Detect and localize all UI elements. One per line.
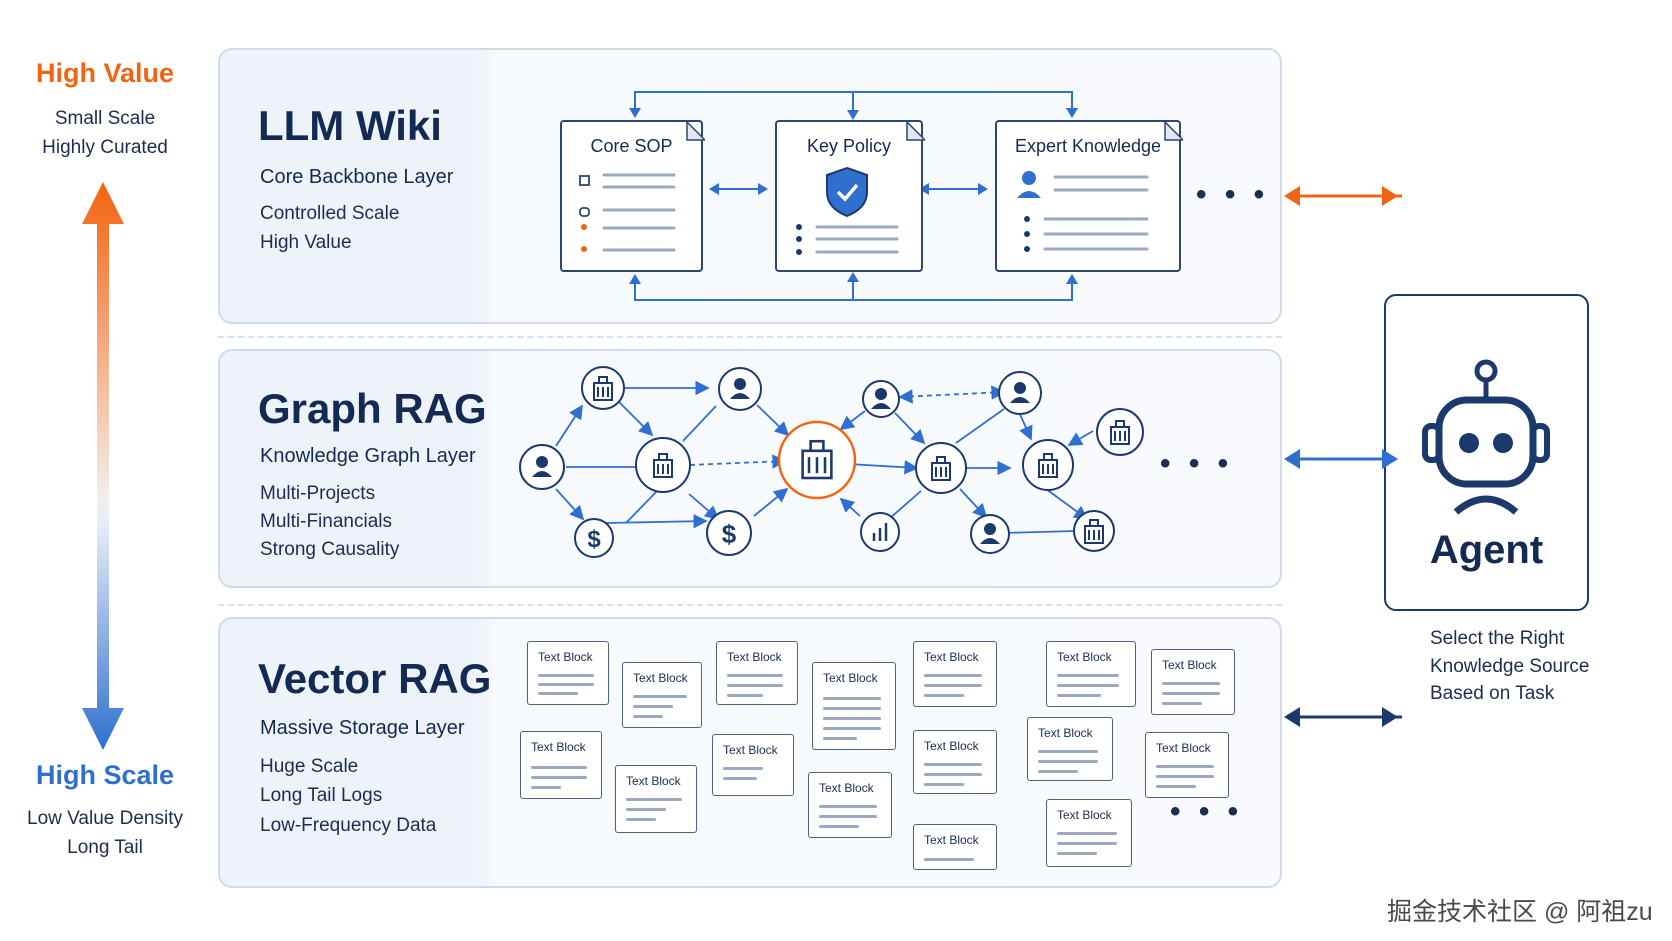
low-value-density-label: Low Value Density xyxy=(27,808,183,829)
doc-key-policy-title: Key Policy xyxy=(806,136,892,156)
graph-rag-line-3: Strong Causality xyxy=(260,539,400,560)
text-block-label: Text Block xyxy=(924,650,979,664)
highly-curated-label: Highly Curated xyxy=(42,137,168,158)
agent-note-line-2: Knowledge Source xyxy=(1430,656,1590,677)
text-block-label: Text Block xyxy=(723,743,778,757)
llm-wiki-subtitle: Core Backbone Layer xyxy=(260,166,454,188)
text-block-label: Text Block xyxy=(538,650,593,664)
small-scale-label: Small Scale xyxy=(54,108,156,129)
text-block: Text Block xyxy=(913,824,997,870)
agent-note-line-3: Based on Task xyxy=(1430,683,1555,704)
doc-core-sop-title: Core SOP xyxy=(590,136,673,156)
llm-wiki-line-2: High Value xyxy=(260,232,352,253)
text-block-label: Text Block xyxy=(1038,726,1093,740)
text-block-label: Text Block xyxy=(1162,658,1217,672)
text-block: Text Block xyxy=(622,662,702,728)
value-scale-arrow xyxy=(82,182,124,750)
text-block: Text Block xyxy=(1046,641,1136,707)
text-block-label: Text Block xyxy=(924,739,979,753)
text-block: Text Block xyxy=(1151,649,1235,715)
text-block: Text Block xyxy=(913,641,997,707)
text-block: Text Block xyxy=(808,772,892,838)
text-block-label: Text Block xyxy=(727,650,782,664)
text-block: Text Block xyxy=(520,731,602,799)
text-block: Text Block xyxy=(1027,717,1113,781)
shield-icon xyxy=(796,122,925,255)
svg-text:$: $ xyxy=(587,526,601,553)
high-value-label: High Value xyxy=(35,58,175,88)
checklist-icon xyxy=(579,122,705,252)
text-block: Text Block xyxy=(812,662,896,750)
vector-more-dots: • • • xyxy=(1170,795,1244,828)
text-block-label: Text Block xyxy=(924,833,979,847)
separator xyxy=(218,604,1282,606)
llm-wiki-title: LLM Wiki xyxy=(258,102,442,149)
text-block: Text Block xyxy=(527,641,609,705)
watermark: 掘金技术社区 @ 阿祖zu xyxy=(1387,898,1653,926)
graph-more-dots: • • • xyxy=(1160,447,1234,480)
graph-rag-line-2: Multi-Financials xyxy=(260,511,392,532)
high-scale-label: High Scale xyxy=(35,760,175,790)
llm-wiki-line-1: Controlled Scale xyxy=(260,203,400,224)
vector-rag-subtitle: Massive Storage Layer xyxy=(260,717,465,739)
agent-box: Agent xyxy=(1384,294,1589,611)
text-block: Text Block xyxy=(1046,799,1132,867)
text-block: Text Block xyxy=(913,730,997,794)
doc-expert-knowledge: Expert Knowledge xyxy=(995,120,1183,272)
agent-connectors xyxy=(1284,186,1402,727)
text-block: Text Block xyxy=(712,734,794,796)
text-block-label: Text Block xyxy=(823,671,878,685)
knowledge-graph: $ $ xyxy=(519,366,1144,558)
wiki-more-dots: • • • xyxy=(1196,178,1270,211)
graph-rag-line-1: Multi-Projects xyxy=(260,483,376,504)
vector-rag-line-1: Huge Scale xyxy=(260,756,359,777)
text-block-label: Text Block xyxy=(1156,741,1211,755)
text-block-label: Text Block xyxy=(1057,808,1112,822)
separator xyxy=(218,336,1282,338)
text-block-label: Text Block xyxy=(1057,650,1112,664)
graph-rag-subtitle: Knowledge Graph Layer xyxy=(260,445,476,467)
vector-rag-panel: Vector RAG Massive Storage Layer Huge Sc… xyxy=(218,617,1282,888)
svg-text:$: $ xyxy=(722,519,737,549)
text-block-label: Text Block xyxy=(633,671,688,685)
text-block: Text Block xyxy=(615,765,697,833)
text-block-label: Text Block xyxy=(531,740,586,754)
graph-rag-panel: Graph RAG Knowledge Graph Layer Multi-Pr… xyxy=(218,349,1282,588)
agent-note-line-1: Select the Right xyxy=(1430,628,1565,649)
person-icon xyxy=(1017,122,1183,252)
llm-wiki-panel: LLM Wiki Core Backbone Layer Controlled … xyxy=(218,48,1282,324)
graph-rag-title: Graph RAG xyxy=(258,385,487,432)
doc-core-sop: Core SOP xyxy=(560,120,705,272)
vector-rag-line-3: Low-Frequency Data xyxy=(260,815,437,836)
wiki-connectors xyxy=(629,91,1078,301)
text-block: Text Block xyxy=(716,641,798,705)
agent-label: Agent xyxy=(1429,528,1544,572)
text-block-label: Text Block xyxy=(819,781,874,795)
long-tail-label: Long Tail xyxy=(67,837,143,858)
robot-icon xyxy=(1422,359,1550,515)
doc-key-policy: Key Policy xyxy=(775,120,925,272)
text-block: Text Block xyxy=(1145,732,1229,798)
text-block-label: Text Block xyxy=(626,774,681,788)
vector-rag-title: Vector RAG xyxy=(258,655,492,702)
doc-expert-knowledge-title: Expert Knowledge xyxy=(1014,136,1162,156)
vector-rag-line-2: Long Tail Logs xyxy=(260,785,383,806)
